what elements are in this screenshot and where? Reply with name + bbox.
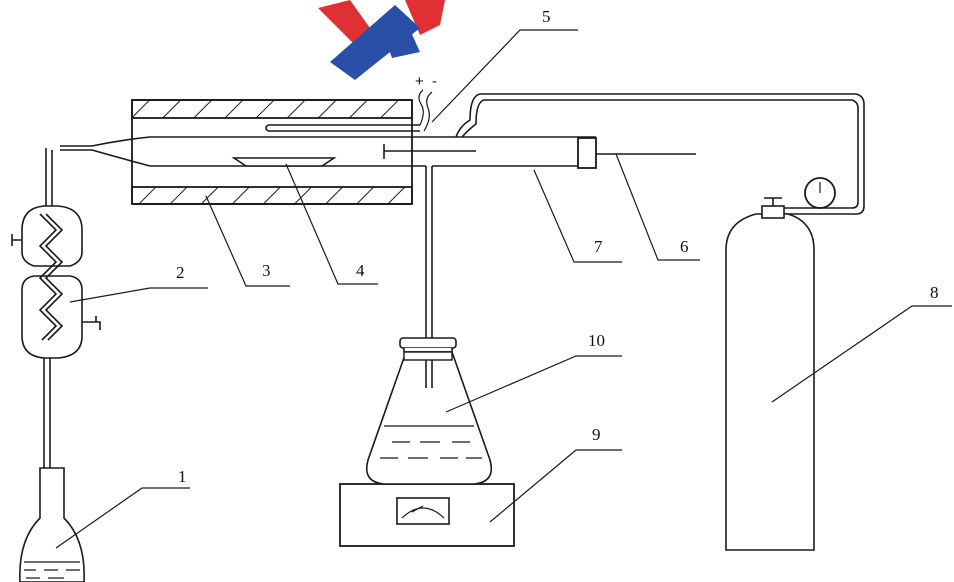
reaction-tube [60, 136, 596, 167]
label-1: 1 [178, 467, 187, 486]
polarity-plus: + [415, 73, 424, 90]
label-9: 9 [592, 425, 601, 444]
collection-flask [19, 467, 85, 582]
label-3: 3 [262, 261, 271, 280]
tube-stopper [577, 137, 597, 169]
leader-lines [55, 29, 952, 549]
erlenmeyer-flask [365, 337, 493, 485]
polarity-minus: - [432, 73, 437, 90]
gas-cylinder [725, 197, 815, 551]
sample-boat [231, 157, 337, 167]
label-7: 7 [594, 237, 603, 256]
label-2: 2 [176, 263, 185, 282]
condenser [11, 148, 101, 470]
label-5: 5 [542, 7, 551, 26]
label-6: 6 [680, 237, 689, 256]
label-4: 4 [356, 261, 365, 280]
label-10: 10 [588, 331, 605, 350]
tube-furnace [131, 99, 413, 205]
gas-line [455, 93, 865, 215]
label-8: 8 [930, 283, 939, 302]
dial-display [396, 497, 450, 525]
magnetic-stirrer [339, 483, 515, 547]
thermocouple [265, 89, 433, 132]
watermark-logo [318, 0, 445, 80]
